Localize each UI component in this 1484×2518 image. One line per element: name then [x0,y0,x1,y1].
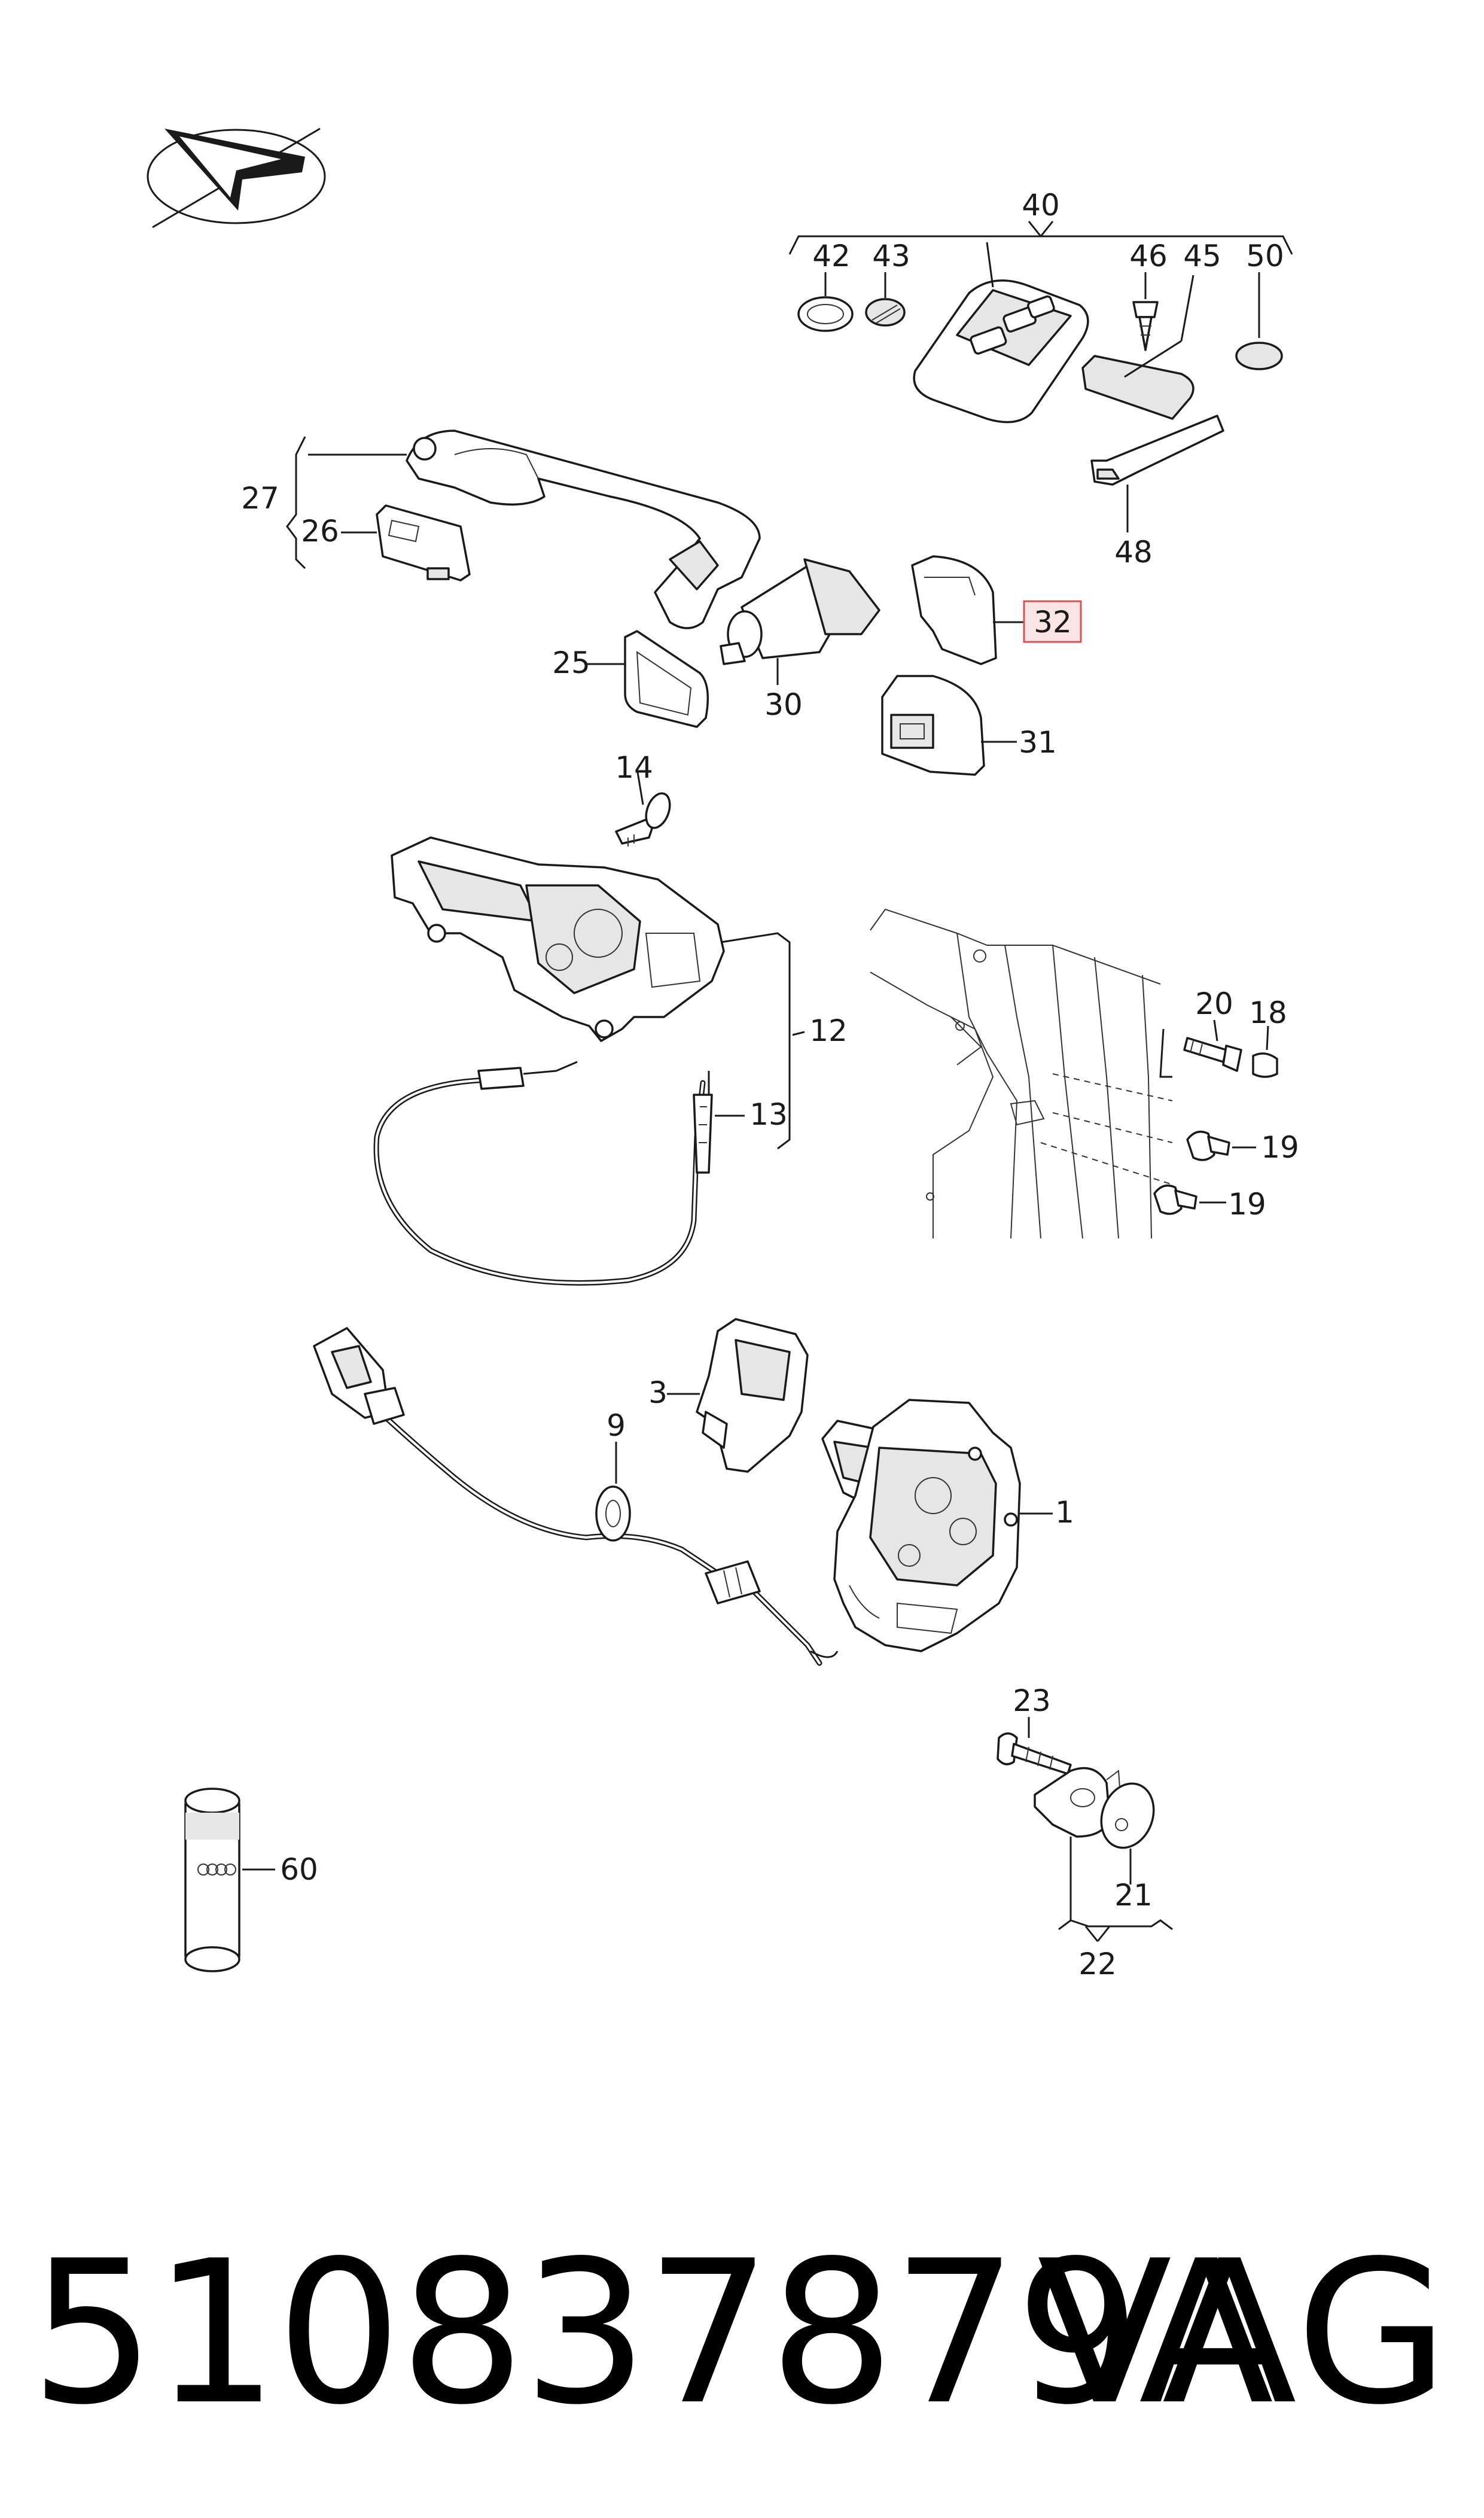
lock-screw-lower [1153,1184,1226,1215]
callout-42: 42 [812,239,851,273]
callout-21: 21 [1114,1878,1153,1913]
grease-can-icon [184,1788,275,1972]
callout-43: 43 [872,239,910,273]
callout-31: 31 [1019,725,1057,760]
callout-19-upper: 19 [1261,1130,1299,1165]
orientation-arrow-icon [147,127,326,229]
brand-name: VAG [1037,2218,1451,2448]
striker-screw [997,1717,1072,1775]
callout-26: 26 [301,514,339,549]
key-cover-cap [1081,275,1194,420]
handle-carrier-bracket [391,836,805,1150]
callout-45: 45 [1183,239,1221,273]
part-footer: 510837879A VAG [0,2225,1484,2441]
callout-20: 20 [1195,987,1233,1021]
callout-9: 9 [607,1408,626,1443]
callout-27: 27 [241,481,279,516]
callout-32: 32 [1034,605,1072,640]
callout-23: 23 [1013,1683,1051,1718]
handle-cover-plate [586,630,709,728]
key-battery [865,272,906,327]
handle-trim-cap [911,555,1026,665]
callout-19-lower: 19 [1228,1187,1266,1222]
highlight-frame-32 [1023,600,1082,643]
callout-18: 18 [1249,995,1287,1030]
striker-bolt [1183,1019,1242,1072]
callout-14: 14 [615,750,653,785]
emergency-key-blade [1090,415,1224,532]
striker-cap [1252,1025,1278,1078]
striker-plate [1034,1767,1123,1838]
handle-end-cap [881,675,1017,776]
callout-30: 30 [764,687,803,722]
key-screw [1132,272,1159,351]
door-lock-mechanism [821,1399,1053,1652]
callout-60: 60 [280,1852,318,1887]
remote-key-fob [913,242,1089,424]
callout-13: 13 [749,1097,788,1132]
striker-cover [1100,1782,1155,1884]
handle-seal-gasket [341,504,471,581]
lock-mounting-bracket [667,1318,809,1473]
key-seal-ring [1235,272,1283,370]
callout-48: 48 [1114,535,1153,570]
lock-cylinder [720,558,880,685]
part-number: 510837879A [30,2218,1273,2448]
handle-bracket-brace [286,436,407,570]
handle-carrier-bolt [615,768,671,847]
striker-brace [1058,1837,1173,1942]
callout-50: 50 [1246,239,1284,273]
callout-40: 40 [1022,188,1060,223]
callout-12: 12 [809,1013,848,1048]
callout-3: 3 [648,1375,668,1410]
callout-46: 46 [1129,239,1168,273]
callout-22: 22 [1078,1947,1117,1981]
key-battery-seal [797,272,854,332]
door-frame-outline [870,908,1173,1239]
callout-25: 25 [552,646,590,680]
interior-release-cable [313,1327,839,1666]
door-release-cable [373,1061,745,1286]
exterior-door-handle [406,430,761,629]
lock-screw-upper [1186,1130,1256,1161]
key-set-bracket [788,221,1293,255]
callout-1: 1 [1055,1495,1074,1530]
